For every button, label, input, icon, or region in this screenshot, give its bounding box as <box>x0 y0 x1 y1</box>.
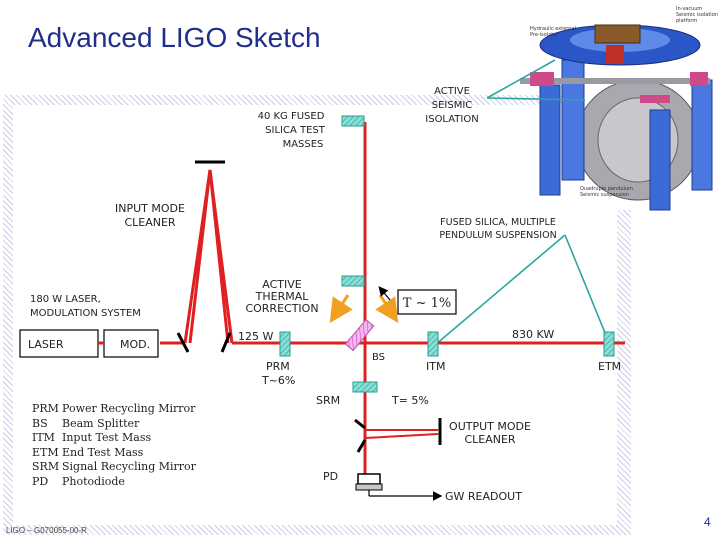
label-thermal-2: THERMAL <box>255 290 310 303</box>
label-omc-1: OUTPUT MODE <box>449 420 531 433</box>
label-etm: ETM <box>598 360 621 373</box>
label-power-830: 830 KW <box>512 328 554 341</box>
label-power-125: 125 W <box>238 330 273 343</box>
photodiode-base <box>355 483 383 491</box>
thermal-pointer-arrow <box>378 286 391 301</box>
srm-optic <box>352 381 378 393</box>
etm-y-optic <box>341 115 365 127</box>
label-seismic-2: SEISMIC <box>432 100 473 111</box>
label-itm: ITM <box>426 360 445 373</box>
label-srm-t: T= 5% <box>391 394 429 407</box>
label-prm: PRM <box>266 360 290 373</box>
laser-box <box>19 329 99 358</box>
slide-footer: LIGO – G070055-00-R <box>6 526 87 535</box>
seismic-isolation-photo <box>520 5 713 211</box>
label-imc-2: CLEANER <box>124 216 175 229</box>
photo-caption-right-2: Seismic isolation <box>676 12 718 18</box>
photo-caption-right-3: platform <box>676 18 697 24</box>
label-pd: PD <box>323 470 338 483</box>
label-readout: GW READOUT <box>445 490 522 503</box>
omc-beams <box>364 429 439 439</box>
thermal-arrow-right <box>375 294 399 324</box>
itm-y-optic <box>341 275 365 287</box>
label-laser-system-2: MODULATION SYSTEM <box>30 308 141 319</box>
label-suspension-2: PENDULUM SUSPENSION <box>439 230 556 241</box>
label-srm: SRM <box>316 394 340 407</box>
label-thermal-3: CORRECTION <box>245 302 318 315</box>
label-prm-t: T~6% <box>261 374 295 387</box>
photodiode <box>357 473 381 485</box>
label-thermal-1: ACTIVE <box>262 278 302 291</box>
photo-caption-bottom-1: Quadruple pendulum <box>580 186 633 192</box>
label-omc-2: CLEANER <box>464 433 515 446</box>
diagram-background <box>13 105 617 525</box>
label-suspension-1: FUSED SILICA, MULTIPLE <box>440 217 556 228</box>
page-number: 4 <box>704 515 711 529</box>
pointer-lines <box>434 59 611 346</box>
transmission-box <box>397 289 457 315</box>
label-laser: LASER <box>28 338 64 351</box>
photo-caption-right-1: In-vacuum <box>676 6 702 12</box>
imc-beams <box>188 169 230 344</box>
photo-caption-top-1: Hydraulic external <box>530 26 576 32</box>
slide-title: Advanced LIGO Sketch <box>28 22 321 53</box>
beam-splitter <box>344 318 375 352</box>
photo-caption-top-2: Pre-isolator <box>530 32 559 38</box>
imc-mirrors <box>176 160 232 353</box>
etm-optic <box>603 331 615 357</box>
label-seismic-1: ACTIVE <box>434 86 470 97</box>
label-mod: MOD. <box>120 338 150 351</box>
mod-box <box>103 329 159 358</box>
photo-caption-bottom-2: Seismic suspension <box>580 192 629 198</box>
label-test-masses-1: 40 KG FUSED <box>258 111 325 122</box>
label-laser-system-1: 180 W LASER, <box>30 294 101 305</box>
itm-optic <box>427 331 439 357</box>
label-seismic-3: ISOLATION <box>425 114 478 125</box>
thermal-arrow-left <box>329 294 353 324</box>
label-transmission: T ~ 1% <box>403 296 451 311</box>
label-imc-1: INPUT MODE <box>115 202 185 215</box>
omc-mirrors <box>354 418 442 453</box>
label-bs: BS <box>372 352 385 363</box>
label-test-masses-3: MASSES <box>283 139 324 150</box>
prm-optic <box>279 331 291 357</box>
label-test-masses-2: SILICA TEST <box>265 125 326 136</box>
